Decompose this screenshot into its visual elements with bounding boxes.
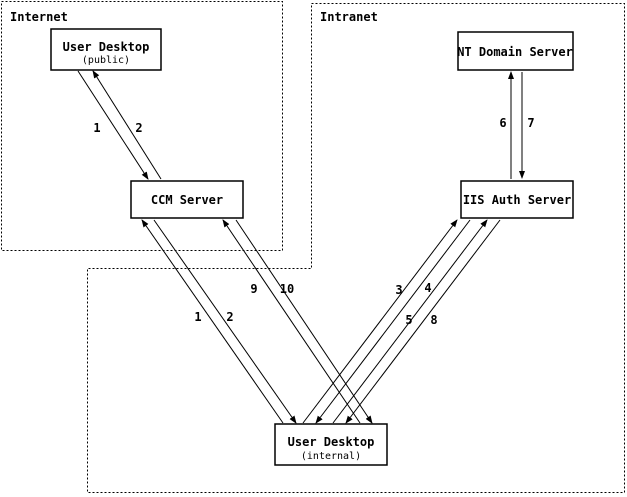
node-user-desktop-public-box <box>50 28 162 71</box>
node-ccm-server-title: CCM Server <box>151 193 223 207</box>
node-nt-domain-server: NT Domain Server <box>457 31 574 71</box>
node-ccm-server-box <box>130 180 244 219</box>
edge-label-9: 9 <box>250 282 257 296</box>
edge-internal-to-ccm-9 <box>222 219 361 424</box>
edge-label-1-public: 1 <box>93 121 100 135</box>
edge-label-4: 4 <box>424 281 431 295</box>
node-user-desktop-internal-title: User Desktop <box>288 435 375 449</box>
node-ccm-server: CCM Server <box>130 180 244 219</box>
zone-internet <box>1 1 283 251</box>
node-nt-domain-server-box <box>457 31 574 71</box>
edge-iis-to-internal-8 <box>345 219 501 424</box>
node-user-desktop-public-title: User Desktop <box>63 40 150 54</box>
zone-internet-label: Internet <box>10 10 68 24</box>
node-user-desktop-internal-subtitle: (internal) <box>301 451 361 462</box>
edge-label-5: 5 <box>405 313 412 327</box>
edge-label-1-internal: 1 <box>194 310 201 324</box>
edge-label-10: 10 <box>280 282 294 296</box>
node-user-desktop-public: User Desktop (public) <box>50 28 162 71</box>
zone-intranet <box>87 3 625 493</box>
edge-label-2-internal: 2 <box>226 310 233 324</box>
edge-internal-to-iis-3 <box>302 219 458 424</box>
node-user-desktop-public-subtitle: (public) <box>82 55 130 66</box>
node-iis-auth-server: IIS Auth Server <box>460 180 574 219</box>
edge-label-6: 6 <box>499 116 506 130</box>
edge-public-to-ccm-1 <box>77 70 149 180</box>
edge-ccm-to-internal-10 <box>235 219 373 424</box>
edge-internal-to-iis-5 <box>332 219 488 424</box>
node-iis-auth-server-title: IIS Auth Server <box>463 193 571 207</box>
edge-internal-to-ccm-1 <box>141 219 284 424</box>
edge-ccm-to-internal-2 <box>153 219 297 424</box>
node-iis-auth-server-box <box>460 180 574 219</box>
edge-label-8: 8 <box>430 313 437 327</box>
edge-ccm-to-public-2 <box>92 70 162 180</box>
edge-iis-to-internal-4 <box>315 219 471 424</box>
edge-label-7: 7 <box>527 116 534 130</box>
edge-label-2-public: 2 <box>135 121 142 135</box>
node-user-desktop-internal-box <box>274 423 388 466</box>
node-nt-domain-server-title: NT Domain Server <box>457 45 573 59</box>
edge-label-3: 3 <box>395 283 402 297</box>
node-user-desktop-internal: User Desktop (internal) <box>274 423 388 466</box>
zone-intranet-label: Intranet <box>320 10 378 24</box>
